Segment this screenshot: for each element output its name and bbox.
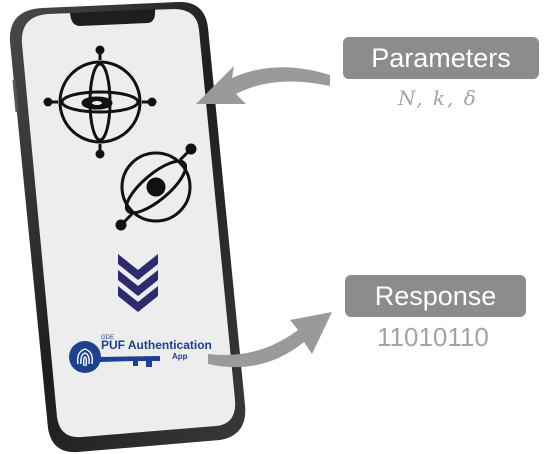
gyroscope-icon (43, 45, 157, 159)
fingerprint-key-icon (69, 341, 160, 373)
phone-screen (21, 9, 236, 438)
parameters-label-box: Parameters (343, 37, 539, 79)
parameters-arrow (196, 66, 330, 104)
response-label-box: Response (345, 275, 526, 317)
logo-title-line2: App (172, 352, 188, 361)
triple-chevron-down-icon (118, 254, 158, 312)
curved-arrow-icon (208, 312, 332, 368)
response-label: Response (374, 281, 497, 311)
atom-icon (115, 143, 197, 231)
logo-title-line1: PUF Authentication (101, 338, 212, 352)
phone-side-button (12, 79, 19, 113)
curved-arrow-icon (196, 66, 330, 104)
smartphone (9, 1, 246, 453)
parameters-label: Parameters (371, 43, 511, 73)
phone-notch (70, 9, 156, 26)
response-arrow (208, 312, 332, 368)
puf-app-logo: GDE PUF Authentication App (69, 335, 212, 373)
parameters-symbols: N, k, δ (398, 86, 478, 110)
logo-small-text: GDE (101, 335, 114, 341)
response-value: 11010110 (377, 322, 489, 352)
